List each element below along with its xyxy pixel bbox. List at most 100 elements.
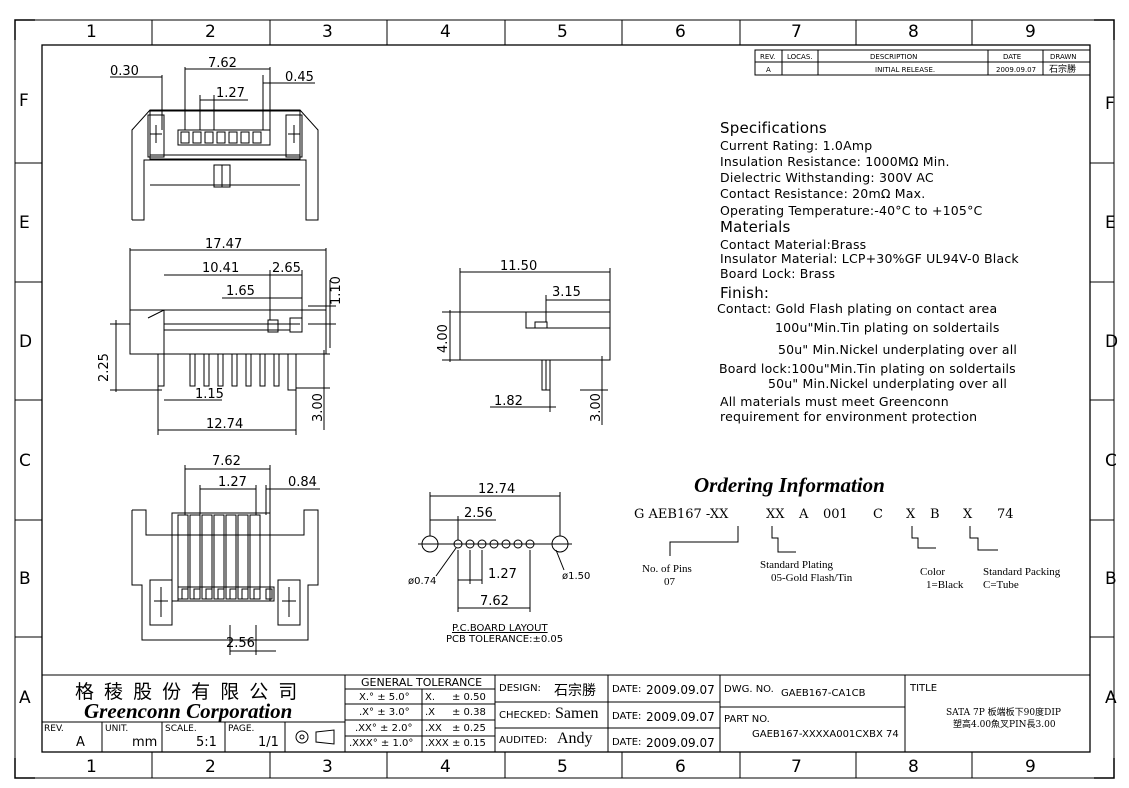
grid-col-label: 9 — [1025, 22, 1036, 42]
bottom-view-drawing: 7.62 1.27 0.84 2.56 — [131, 454, 320, 655]
rev-header-locas: LOCAS. — [787, 53, 813, 61]
materials-title: Materials — [720, 218, 791, 236]
title-block — [41, 674, 1091, 753]
dim-front-1.15: 1.15 — [195, 387, 224, 402]
grid-row-label: E — [19, 213, 30, 233]
rev-header-rev: REV. — [760, 53, 775, 61]
grid-row-label: D — [1105, 332, 1119, 352]
spec-line: Operating Temperature:-40°C to +105°C — [720, 203, 983, 218]
title-label: TITLE — [910, 683, 938, 694]
grid-col-label: 6 — [675, 757, 686, 777]
pcb-layout-label: P.C.BOARD LAYOUT — [452, 623, 548, 634]
ordering-title: Ordering Information — [694, 473, 885, 497]
dim-bottom-1.27: 1.27 — [218, 475, 247, 490]
page-label: PAGE. — [228, 724, 255, 734]
grid-col-label: 1 — [86, 22, 97, 42]
materials-line: Contact Material:Brass — [720, 237, 867, 252]
side-view-drawing: 11.50 3.15 1.82 4.00 3.00 — [436, 259, 611, 425]
checked-label: CHECKED: — [499, 710, 551, 721]
dim-side-3.00: 3.00 — [589, 393, 604, 422]
dim-side-1.82: 1.82 — [494, 394, 523, 409]
materials-line: Insulator Material: LCP+30%GF UL94V-0 Bl… — [720, 251, 1019, 266]
dim-pcb-2.56: 2.56 — [464, 506, 493, 521]
dim-bottom-2.56: 2.56 — [226, 636, 255, 651]
grid-col-label: 2 — [205, 22, 216, 42]
ordering-leaders — [669, 526, 998, 556]
order-code-plating: XX — [766, 507, 785, 522]
grid-col-label: 3 — [322, 22, 333, 42]
finish-line: 100u"Min.Tin plating on soldertails — [775, 320, 1000, 335]
rev-header-date: DATE — [1003, 53, 1021, 61]
rev-value: A — [76, 735, 85, 750]
dim-front-1.10: 1.10 — [329, 276, 344, 305]
dim-bottom-7.62: 7.62 — [212, 454, 241, 469]
dim-front-3.00: 3.00 — [311, 393, 326, 422]
tol-linear-value: ± 0.38 — [452, 707, 486, 718]
ordering-plating-value: 05-Gold Flash/Tin — [771, 572, 853, 584]
dim-side-11.50: 11.50 — [500, 259, 537, 274]
page-value: 1/1 — [258, 735, 279, 750]
tol-linear-label: .XX — [425, 723, 442, 734]
grid-row-label: B — [19, 569, 31, 589]
dim-pcb-dia-1.50: ø1.50 — [562, 571, 590, 582]
scale-label: SCALE. — [165, 724, 197, 734]
order-code-a: A — [799, 507, 809, 522]
grid-col-label: 7 — [791, 757, 802, 777]
dim-pcb-1.27: 1.27 — [488, 567, 517, 582]
ordering-color-label: Color — [920, 566, 946, 578]
finish-line: 50u" Min.Nickel underplating over all — [778, 342, 1018, 357]
materials-line: Board Lock: Brass — [720, 266, 836, 281]
date-value: 2009.09.07 — [646, 736, 715, 750]
checked-value: Samen — [555, 705, 599, 722]
grid-row-label: B — [1105, 569, 1117, 589]
revision-table: REV. LOCAS. DESCRIPTION DATE DRAWN A INI… — [754, 49, 1091, 76]
date-label: DATE: — [612, 711, 642, 722]
tol-linear-value: ± 0.25 — [452, 723, 486, 734]
rev-row-date: 2009.09.07 — [996, 66, 1036, 74]
rev-row-drawn: 石宗勝 — [1049, 63, 1076, 75]
grid-row-label: A — [19, 688, 31, 708]
grid-row-label: E — [1105, 213, 1116, 233]
tol-angle: X.° ± 5.0° — [359, 692, 410, 703]
grid-col-label: 2 — [205, 757, 216, 777]
rev-row-description: INITIAL RELEASE. — [875, 66, 935, 74]
grid-col-label: 3 — [322, 757, 333, 777]
spec-line: Contact Resistance: 20mΩ Max. — [720, 186, 926, 201]
dim-front-2.65: 2.65 — [272, 261, 301, 276]
order-code-prefix: G AEB167 -XX — [634, 507, 729, 522]
grid-col-labels-bottom: 1 2 3 4 5 6 7 8 9 — [0, 757, 1129, 777]
design-label: DESIGN: — [499, 683, 541, 694]
dim-top-0.45: 0.45 — [285, 70, 314, 85]
top-view-drawing: 0.30 7.62 1.27 0.45 — [110, 56, 319, 221]
company-name-en: Greenconn Corporation — [84, 699, 293, 723]
tolerance-title: GENERAL TOLERANCE — [361, 676, 483, 689]
dim-pcb-7.62: 7.62 — [480, 594, 509, 609]
ordering-packing-value: C=Tube — [983, 579, 1019, 591]
tol-linear-label: .XXX — [425, 738, 449, 749]
ordering-pins-label: No. of Pins — [642, 563, 692, 575]
dim-front-10.41: 10.41 — [202, 261, 239, 276]
dim-top-0.30: 0.30 — [110, 64, 139, 79]
order-code-packing: X — [963, 507, 973, 522]
finish-line: All materials must meet Greenconn — [720, 394, 949, 409]
dim-bottom-0.84: 0.84 — [288, 475, 317, 490]
finish-line: Contact: Gold Flash plating on contact a… — [717, 301, 998, 316]
order-code-c: C — [873, 507, 883, 522]
tol-linear-value: ± 0.15 — [452, 738, 486, 749]
grid-col-label: 8 — [908, 757, 919, 777]
title-line-1: SATA 7P 板端板下90度DIP — [946, 708, 1061, 718]
scale-value: 5:1 — [196, 735, 217, 750]
spec-line: Insulation Resistance: 1000MΩ Min. — [720, 154, 950, 169]
date-label: DATE: — [612, 737, 642, 748]
ordering-color-value: 1=Black — [926, 579, 964, 591]
finish-title: Finish: — [720, 284, 770, 302]
grid-row-label: C — [1105, 451, 1117, 471]
grid-row-label: F — [19, 91, 29, 111]
tol-linear-value: ± 0.50 — [452, 692, 486, 703]
front-view-drawing: 17.47 10.41 2.65 1.65 1.15 12.74 1.10 2.… — [97, 237, 344, 435]
date-label: DATE: — [612, 684, 642, 695]
order-code-74: 74 — [997, 507, 1014, 522]
dim-side-4.00: 4.00 — [436, 324, 451, 353]
rev-row-rev: A — [766, 66, 771, 74]
grid-col-label: 7 — [791, 22, 802, 42]
